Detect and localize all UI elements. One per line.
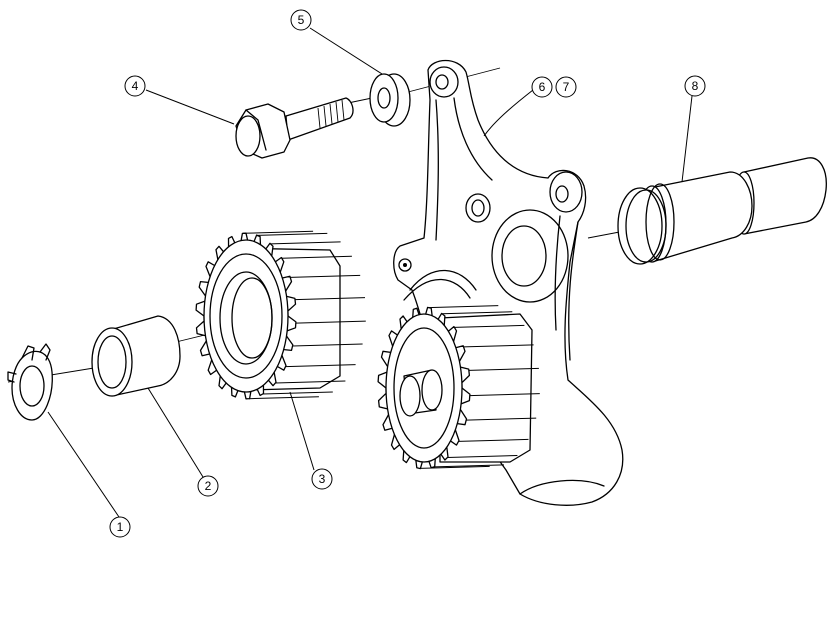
callout-7: 7 xyxy=(555,76,577,98)
gear-3-tooth-line xyxy=(285,364,356,368)
svg-text:5: 5 xyxy=(298,13,305,27)
part-1-lock-washer xyxy=(7,343,53,421)
arm-gear-tooth-line xyxy=(466,417,537,421)
gear-3-tooth-line xyxy=(295,320,366,324)
callout-8: 8 xyxy=(684,75,706,97)
gear-3-tooth-line xyxy=(275,380,346,384)
arm-gear-tooth-line xyxy=(463,344,534,348)
arm-gear-tooth-line xyxy=(458,438,529,442)
part-8-shaft xyxy=(617,157,827,265)
arm-gear-tooth-line xyxy=(468,367,539,371)
arm-gear-tooth-line xyxy=(469,393,540,397)
leader-lines xyxy=(47,27,693,518)
svg-text:1: 1 xyxy=(117,520,124,534)
svg-text:7: 7 xyxy=(563,80,570,94)
callout-6: 6 xyxy=(531,76,553,98)
callout-5: 5 xyxy=(290,9,312,31)
callout-1: 1 xyxy=(109,516,131,538)
svg-text:8: 8 xyxy=(692,79,699,93)
arm-gear-tooth-line xyxy=(447,455,518,458)
svg-text:2: 2 xyxy=(205,479,212,493)
gear-3-tooth-line xyxy=(292,343,363,347)
svg-text:6: 6 xyxy=(539,80,546,94)
svg-text:3: 3 xyxy=(319,472,326,486)
gear-3-tooth-line xyxy=(243,230,314,234)
arm-gear-tooth-line xyxy=(433,464,505,468)
gear-3-tooth-line xyxy=(294,297,366,301)
svg-text:4: 4 xyxy=(132,79,139,93)
part-5-washer xyxy=(369,73,411,127)
arm-gear xyxy=(377,305,540,470)
arm-gear-tooth-line xyxy=(428,305,499,309)
gear-3-tooth-line xyxy=(290,274,361,278)
gear-3-tooth-line xyxy=(262,391,333,395)
part-4-bolt xyxy=(235,97,354,159)
arm-gear-tooth-line xyxy=(442,311,513,315)
part-3-gear xyxy=(195,230,366,400)
part-2-bushing xyxy=(91,315,181,397)
gear-3-tooth-line xyxy=(281,255,352,259)
arm-gear-tooth-line xyxy=(454,324,525,328)
callout-2: 2 xyxy=(197,475,219,497)
callout-3: 3 xyxy=(311,468,333,490)
callout-4: 4 xyxy=(124,75,146,97)
gear-3-tooth-line xyxy=(248,396,319,400)
gear-3-tooth-line xyxy=(257,232,328,236)
gear-3-tooth-line xyxy=(270,241,341,245)
